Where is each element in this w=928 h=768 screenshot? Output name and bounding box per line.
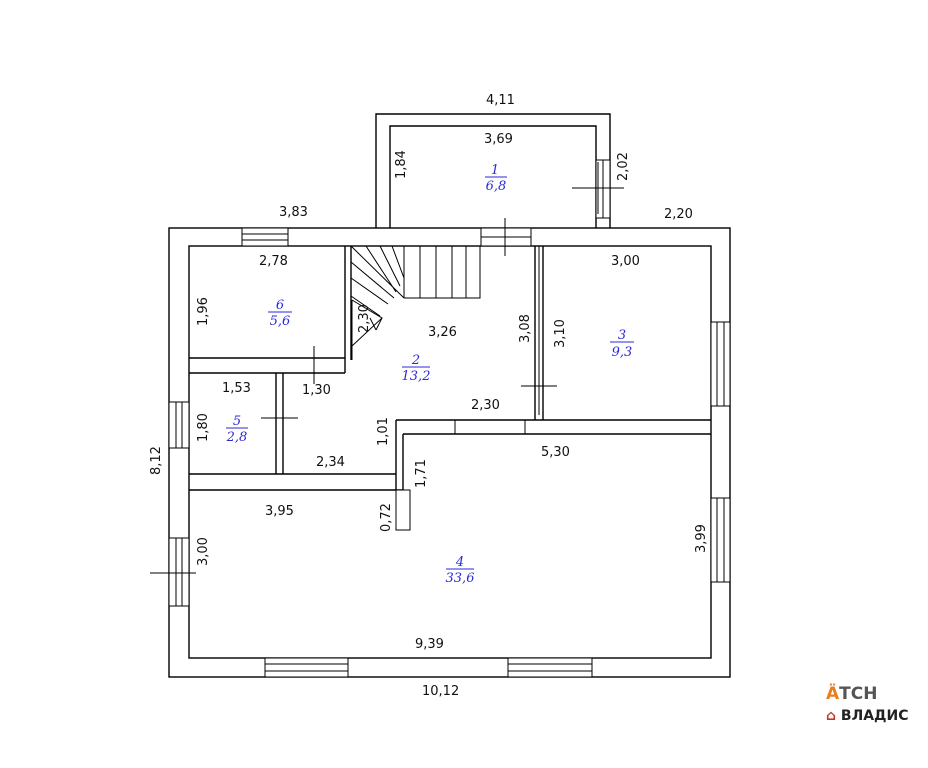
dim-4-11: 4,11 [486, 93, 515, 108]
logo-vladis-text: ВЛАДИС [840, 708, 909, 724]
dim-8-12: 8,12 [149, 446, 164, 475]
dim-3-10: 3,10 [553, 319, 568, 348]
svg-text:2,8: 2,8 [226, 430, 248, 445]
svg-text:13,2: 13,2 [402, 369, 431, 384]
room-2-label: 2 13,2 [402, 353, 431, 384]
dim-1-96: 1,96 [196, 297, 211, 326]
dim-10-12: 10,12 [422, 684, 459, 699]
windows [168, 159, 731, 678]
dim-2-78: 2,78 [259, 254, 288, 269]
svg-text:3: 3 [618, 328, 626, 343]
dim-2-30: 2,30 [471, 398, 500, 413]
dim-3-26: 3,26 [428, 325, 457, 340]
dim-0-72: 0,72 [379, 503, 394, 532]
dim-5-30: 5,30 [541, 445, 570, 460]
dim-1-01: 1,01 [376, 417, 391, 446]
dim-2-30-stair: 2,30 [357, 304, 372, 333]
house-icon: ⌂ [826, 708, 837, 724]
svg-text:5,6: 5,6 [270, 314, 291, 329]
dim-3-83: 3,83 [279, 205, 308, 220]
svg-text:5: 5 [233, 414, 241, 429]
svg-text:33,6: 33,6 [446, 571, 475, 586]
room-5-label: 5 2,8 [226, 414, 248, 445]
logo-tsn-mark: Ä [826, 684, 840, 704]
dim-3-00-r4: 3,00 [196, 537, 211, 566]
logo-vladis: ⌂ ВЛАДИС [826, 708, 909, 724]
svg-text:4: 4 [455, 555, 464, 570]
room-labels: 1 6,8 2 13,2 3 9,3 4 33,6 5 2,8 6 5,6 [226, 163, 634, 586]
dim-2-20: 2,20 [664, 207, 693, 222]
dimension-labels: 4,11 3,69 1,84 2,02 3,83 2,20 2,78 1,96 … [149, 93, 709, 699]
dim-1-80: 1,80 [196, 413, 211, 442]
dim-1-84: 1,84 [394, 150, 409, 179]
room-4-label: 4 33,6 [446, 555, 475, 586]
logo-tsn: ÄTCH [826, 684, 877, 704]
room-6-label: 6 5,6 [268, 298, 292, 329]
dim-1-30: 1,30 [302, 383, 331, 398]
dim-3-08: 3,08 [518, 314, 533, 343]
dim-3-69: 3,69 [484, 132, 513, 147]
dim-3-95: 3,95 [265, 504, 294, 519]
logo-tsn-text: TCH [839, 684, 878, 704]
dim-2-34: 2,34 [316, 455, 345, 470]
dim-3-00-r3: 3,00 [611, 254, 640, 269]
walls [168, 113, 731, 678]
svg-text:6: 6 [276, 298, 284, 313]
dim-3-99: 3,99 [694, 524, 709, 553]
svg-text:1: 1 [491, 163, 499, 178]
svg-text:6,8: 6,8 [486, 179, 507, 194]
staircase [350, 245, 481, 360]
svg-text:2: 2 [411, 353, 420, 368]
door-marks [150, 162, 624, 574]
dim-1-53: 1,53 [222, 381, 251, 396]
svg-text:9,3: 9,3 [612, 345, 633, 360]
room-3-label: 3 9,3 [610, 328, 634, 360]
dim-2-02: 2,02 [616, 152, 631, 181]
dim-9-39: 9,39 [415, 637, 444, 652]
room-1-label: 1 6,8 [485, 163, 507, 194]
dim-1-71: 1,71 [414, 459, 429, 488]
